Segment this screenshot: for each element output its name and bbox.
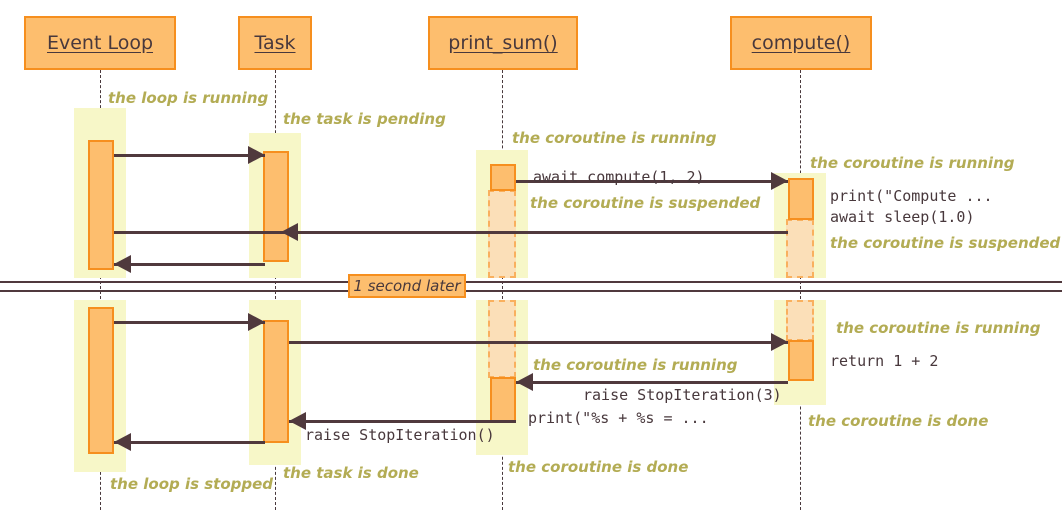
participant-label-compute: compute() [751, 32, 851, 54]
activation-event-loop-1 [88, 140, 114, 270]
note-print-sum-suspended: the coroutine is suspended [530, 194, 761, 212]
message-line-print-sum-to-task [289, 420, 516, 423]
activation-compute-suspended [786, 219, 814, 278]
code-label-print-compute: print("Compute ... [830, 187, 993, 205]
message-line-print-sum-to-compute [516, 180, 788, 183]
message-line-compute-to-loop [114, 231, 788, 234]
arrow-head-task-to-loop-2 [114, 433, 131, 451]
participant-label-task: Task [254, 32, 296, 54]
divider-rule-bottom [0, 290, 1062, 292]
divider-badge: 1 second later [348, 274, 466, 298]
code-label-await-sleep: await sleep(1.0) [830, 208, 975, 226]
arrow-head-print-sum-to-compute [771, 172, 788, 190]
note-compute-done: the coroutine is done [808, 412, 989, 430]
activation-compute-2 [788, 340, 814, 381]
arrow-head-task-to-loop-1 [114, 255, 131, 273]
message-line-loop-to-task-2 [114, 321, 265, 324]
activation-print-sum-suspended-2 [488, 300, 516, 378]
activation-print-sum-1 [490, 164, 516, 191]
participant-event-loop[interactable]: Event Loop [24, 16, 176, 70]
message-line-loop-to-task-1 [114, 154, 265, 157]
message-line-task-to-loop-1 [114, 263, 265, 266]
note-compute-suspended: the coroutine is suspended [830, 234, 1061, 252]
participant-print-sum[interactable]: print_sum() [428, 16, 578, 70]
note-compute-running-2: the coroutine is running [836, 319, 1041, 337]
participant-label-event-loop: Event Loop [46, 32, 154, 54]
arrow-head-compute-to-loop [281, 223, 298, 241]
participant-compute[interactable]: compute() [730, 16, 872, 70]
participant-label-print-sum: print_sum() [448, 32, 558, 54]
code-label-print-result: print("%s + %s = ... [528, 409, 709, 427]
activation-compute-suspended-2 [786, 300, 814, 341]
message-label-await-compute: await compute(1, 2) [533, 168, 705, 186]
note-print-sum-running-2: the coroutine is running [533, 356, 738, 374]
note-loop-stopped: the loop is stopped [110, 475, 274, 493]
activation-print-sum-2 [490, 377, 516, 422]
participant-task[interactable]: Task [238, 16, 312, 70]
arrow-head-task-to-compute [771, 333, 788, 351]
code-label-return-sum: return 1 + 2 [830, 352, 939, 370]
arrow-head-loop-to-task-2 [248, 313, 265, 331]
activation-event-loop-2 [88, 307, 114, 454]
message-label-raise-stopiteration: raise StopIteration() [305, 426, 495, 444]
activation-task-2 [263, 320, 289, 443]
note-loop-running: the loop is running [108, 89, 269, 107]
message-line-compute-to-print-sum [516, 381, 788, 384]
divider-label: 1 second later [353, 277, 461, 295]
activation-compute-1 [788, 178, 814, 220]
note-print-sum-done: the coroutine is done [508, 458, 689, 476]
note-task-pending: the task is pending [283, 110, 446, 128]
arrow-head-compute-to-print-sum [516, 373, 533, 391]
activation-print-sum-suspended [488, 190, 516, 278]
note-compute-running: the coroutine is running [810, 154, 1015, 172]
message-line-task-to-compute [289, 341, 788, 344]
note-print-sum-running: the coroutine is running [512, 129, 717, 147]
arrow-head-loop-to-task-1 [248, 146, 265, 164]
message-label-raise-stopiteration-3: raise StopIteration(3) [583, 386, 782, 404]
activation-task-1 [263, 151, 289, 262]
message-line-task-to-loop-2 [114, 441, 265, 444]
note-task-done: the task is done [283, 464, 419, 482]
divider-rule-top [0, 281, 1062, 283]
arrow-head-print-sum-to-task [289, 412, 306, 430]
